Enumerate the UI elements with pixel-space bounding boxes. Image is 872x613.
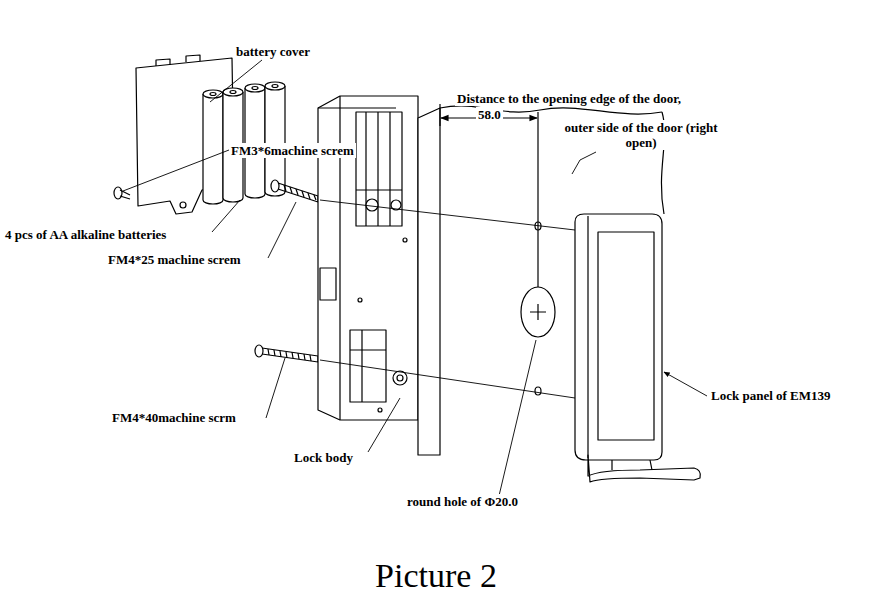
- door: [418, 106, 665, 455]
- part-label: FM4*40machine scrm: [110, 410, 238, 425]
- part-label: FM4*25 machine screm: [106, 252, 243, 267]
- part-label: 4 pcs of AA alkaline batteries: [3, 227, 168, 242]
- part-label: battery cover: [234, 44, 312, 59]
- screw-40: [255, 345, 318, 362]
- lock-panel: [575, 214, 700, 482]
- battery-cover-plate: [136, 55, 234, 214]
- part-label: Lock panel of EM139: [709, 388, 833, 403]
- part-label: 58.0: [476, 107, 503, 122]
- figure-caption: Picture 2: [0, 556, 872, 596]
- part-label: Distance to the opening edge of the door…: [455, 91, 683, 106]
- screw-25: [271, 180, 318, 202]
- dimension-58: [440, 104, 538, 288]
- part-label: round hole of Φ20.0: [405, 494, 520, 509]
- alignment-lines: [320, 200, 575, 398]
- part-label: FM3*6machine screm: [229, 143, 356, 158]
- door-holes: [521, 222, 555, 395]
- part-label: outer side of the door (right open): [556, 120, 726, 150]
- part-label: Lock body: [292, 450, 355, 465]
